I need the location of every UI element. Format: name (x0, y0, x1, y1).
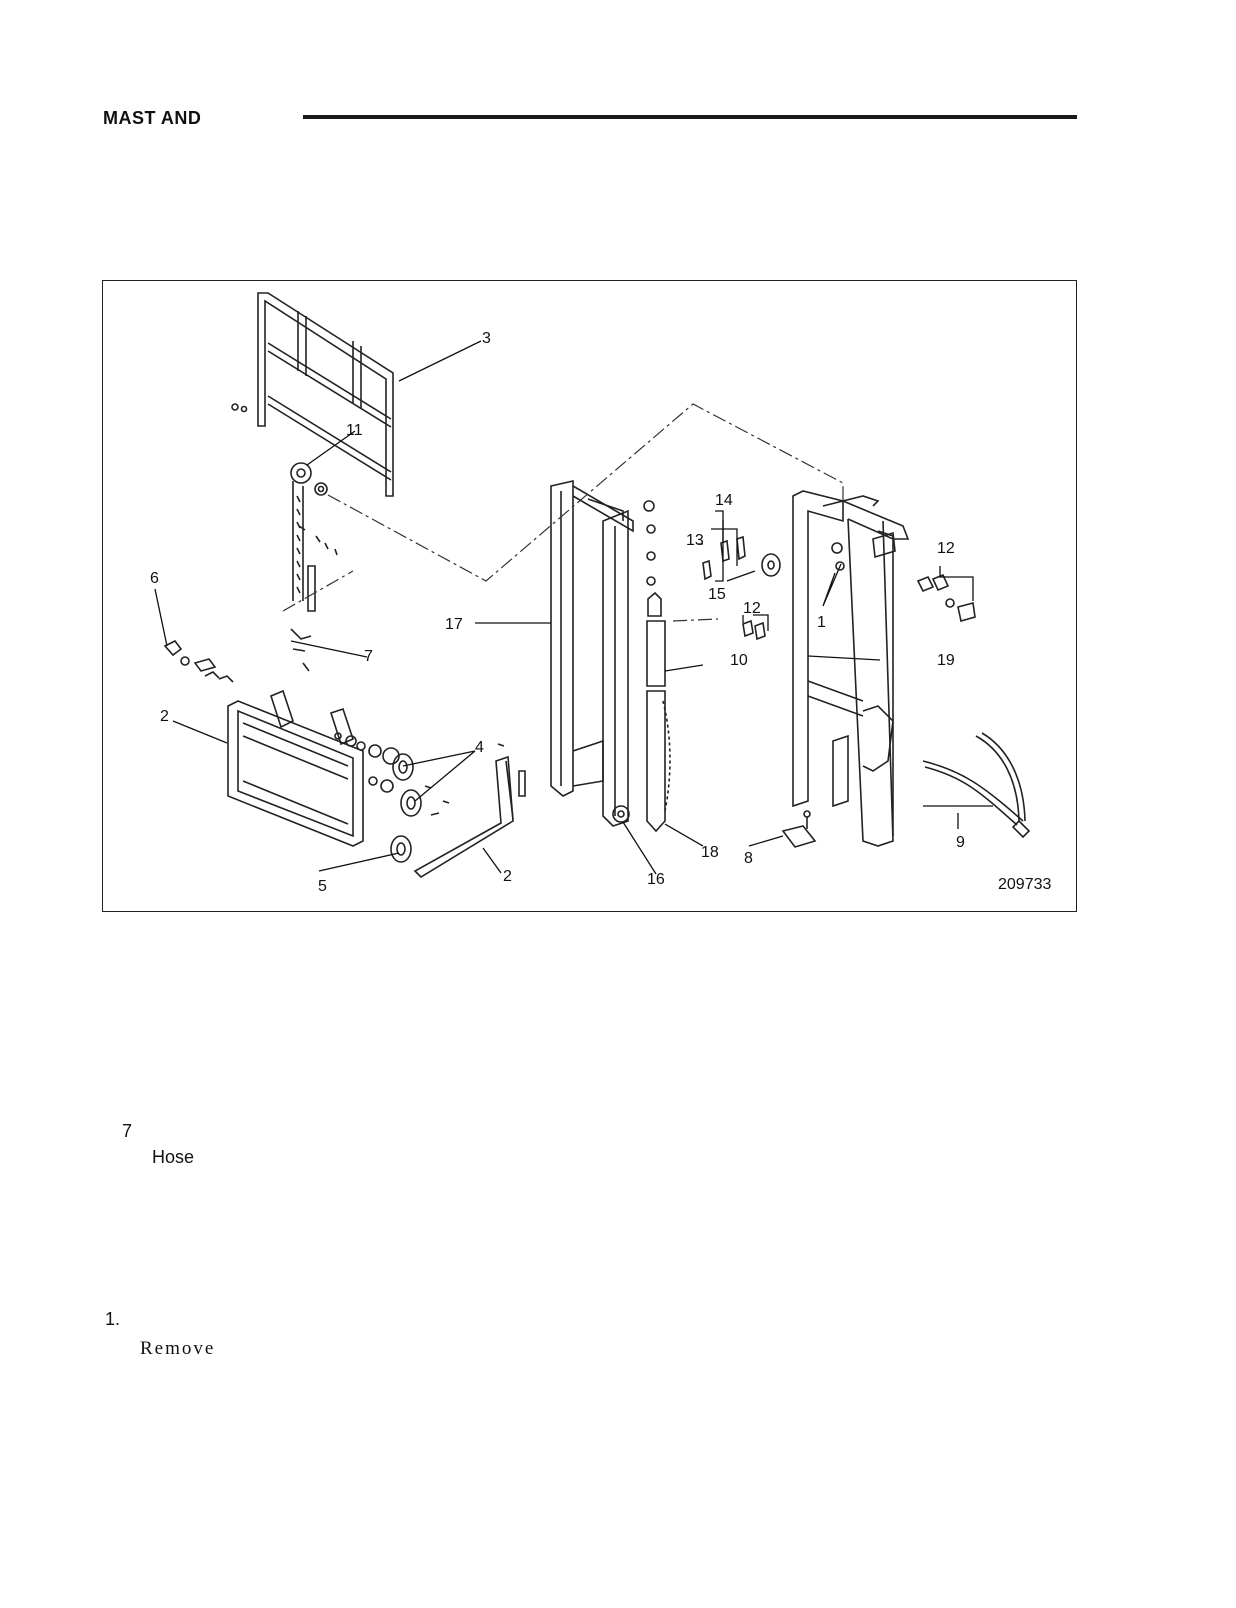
mast-exploded-drawing: 1 2 2 3 4 5 6 7 8 9 10 11 12 12 13 14 15… (150, 292, 1051, 895)
step-text: Hose (152, 1147, 195, 1167)
callout-17: 17 (445, 616, 463, 633)
load-backrest-part (231, 292, 394, 497)
header-rule (303, 115, 1077, 119)
phantom-outline (282, 403, 844, 622)
callout-10: 10 (730, 652, 748, 669)
callout-9: 9 (956, 834, 965, 851)
section-title: MAST AND (103, 108, 202, 128)
callout-8: 8 (744, 850, 753, 867)
callout-11: 11 (346, 422, 363, 439)
callout-7: 7 (364, 648, 373, 665)
callout-19: 19 (937, 652, 955, 669)
callout-labels: 1 2 2 3 4 5 6 7 8 9 10 11 12 12 13 14 15… (150, 330, 965, 895)
procedure-text: Remove (140, 1338, 216, 1359)
callout-5: 5 (318, 878, 327, 895)
leader-lines (154, 340, 993, 875)
callout-1: 1 (817, 614, 826, 631)
callout-13: 13 (686, 532, 704, 549)
callout-3: 3 (482, 330, 491, 347)
callout-18: 18 (701, 844, 719, 861)
callout-12b: 12 (743, 600, 761, 617)
fork-part (413, 755, 526, 879)
callout-4: 4 (475, 739, 484, 756)
inner-mast-part (550, 479, 634, 827)
callout-2b: 2 (503, 868, 512, 885)
lift-cylinder-part (643, 500, 671, 833)
lift-chain-part (290, 462, 338, 672)
mast-roller-part (761, 553, 781, 577)
callout-12: 12 (937, 540, 955, 557)
outer-mast-part (792, 490, 910, 847)
carriage-part (227, 689, 364, 847)
hose-clamp-part (781, 810, 817, 848)
exploded-parts-figure: 1 2 2 3 4 5 6 7 8 9 10 11 12 12 13 14 15… (102, 280, 1077, 912)
callout-6: 6 (150, 570, 159, 587)
roller-bearings-part (356, 741, 505, 863)
callout-15: 15 (708, 586, 726, 603)
callout-14: 14 (715, 492, 733, 509)
figure-number: 209733 (998, 876, 1051, 893)
step-number: 7 (122, 1121, 133, 1141)
callout-16: 16 (647, 871, 665, 888)
hose-part (922, 732, 1031, 839)
callout-2: 2 (160, 708, 169, 725)
chain-anchor-part (163, 639, 234, 683)
procedure-number: 1. (105, 1309, 121, 1329)
